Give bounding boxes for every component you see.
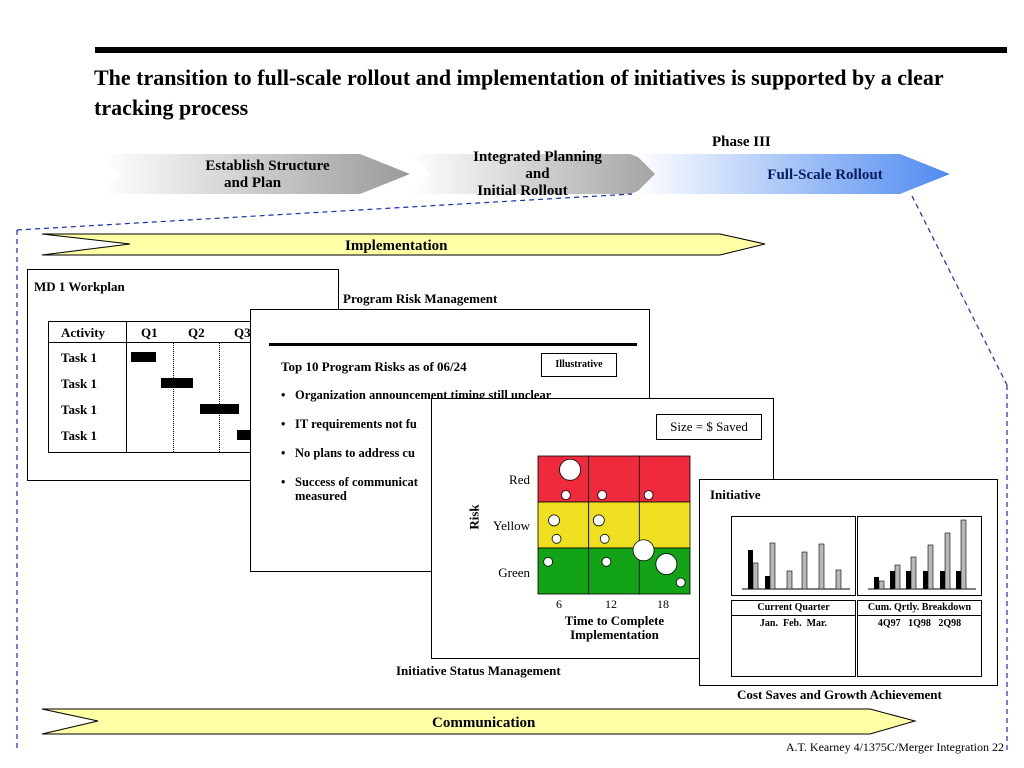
risk-bullet-4: •: [281, 475, 286, 489]
risk-point: [548, 514, 560, 527]
footer: A.T. Kearney 4/1375C/Merger Integration …: [785, 740, 1004, 754]
x-tick-6: 6: [556, 597, 562, 611]
phase-3-label: Full-Scale Rollout: [767, 167, 883, 183]
workplan-divider: [126, 322, 127, 452]
risk-point: [601, 556, 612, 567]
q2-gridline: [219, 342, 220, 452]
risk-item-4: Success of communicat measured: [295, 475, 418, 503]
current-quarter-ticks: Jan. Feb. Mar.: [759, 618, 828, 629]
risk-bullet-2: •: [281, 417, 286, 431]
cost-saves-heading: Initiative: [710, 487, 761, 502]
risk-point: [543, 556, 554, 567]
risk-point: [597, 490, 608, 500]
cumulative-title: Cum. Qrtly. Breakdown: [858, 601, 981, 616]
risk-mgmt-caption: Program Risk Management: [343, 291, 498, 306]
risk-point: [643, 490, 654, 500]
phase-2-line3: Initial Rollout: [477, 183, 568, 199]
row-label-yellow: Yellow: [493, 518, 530, 533]
cumulative-ticks: 4Q97 1Q98 2Q98: [877, 618, 962, 629]
phase-1-line1: Establish Structure: [205, 158, 330, 174]
col-q3: Q3: [234, 325, 251, 340]
cumulative-chart: [857, 516, 982, 596]
implementation-label: Implementation: [345, 238, 448, 254]
phase-1-line2: and Plan: [223, 175, 282, 191]
risk-item-3: No plans to address cu: [295, 446, 415, 460]
task-row-3: Task 1: [61, 402, 98, 417]
illustrative-badge-text: Illustrative: [555, 359, 603, 370]
phase-1-label: Establish Structure and Plan: [185, 158, 350, 192]
task-row-4: Task 1: [61, 428, 98, 443]
illustrative-badge: Illustrative: [541, 353, 617, 377]
risk-point: [559, 458, 582, 481]
col-activity: Activity: [61, 325, 106, 340]
gantt-bar: [236, 430, 251, 440]
matrix-cell: [588, 455, 640, 503]
risk-point: [560, 490, 571, 500]
phase-arrow-1: [100, 154, 410, 194]
risk-bullet-1: •: [281, 388, 286, 402]
risk-bullet-3: •: [281, 446, 286, 460]
current-quarter-title: Current Quarter: [732, 601, 855, 616]
risk-point: [675, 577, 686, 588]
page-title: The transition to full-scale rollout and…: [94, 65, 944, 120]
cost-saves-caption: Cost Saves and Growth Achievement: [737, 687, 942, 702]
cumulative-box: Cum. Qrtly. Breakdown 4Q97 1Q98 2Q98: [857, 600, 982, 677]
matrix-cell: [537, 547, 590, 595]
phase-arrow-3: [635, 154, 950, 194]
current-quarter-chart: [731, 516, 856, 596]
x-tick-18: 18: [657, 597, 669, 611]
risk-rule: [269, 343, 637, 346]
communication-label: Communication: [432, 715, 536, 731]
task-row-1: Task 1: [61, 350, 98, 365]
title-rule: [95, 47, 1007, 53]
row-label-green: Green: [498, 565, 530, 580]
col-q2: Q2: [188, 325, 205, 340]
x-tick-12: 12: [605, 597, 617, 611]
workplan-header: [49, 322, 299, 343]
size-legend: Size = $ Saved: [656, 414, 762, 440]
task-row-2: Task 1: [61, 376, 98, 391]
x-axis-label-line1: Time to Complete: [564, 613, 665, 628]
current-quarter-bars: [742, 542, 850, 590]
gantt-bar: [131, 352, 157, 362]
gantt-bar: [160, 378, 194, 388]
phase-2-line1: Integrated Planning: [473, 149, 602, 165]
cumulative-bars: [868, 519, 976, 590]
risk-point: [599, 533, 610, 544]
risk-matrix: [537, 455, 691, 595]
risk-point: [655, 553, 678, 576]
matrix-cell: [588, 547, 640, 595]
x-axis-label: Time to Complete Implementation: [542, 614, 687, 642]
cost-saves-panel: Initiative Current Quarter Jan. Feb. Mar…: [699, 479, 998, 686]
status-mgmt-caption: Initiative Status Management: [396, 663, 561, 678]
phase-label: Phase III: [712, 134, 771, 150]
risk-point: [632, 539, 655, 562]
phase-arrow-2: [410, 154, 682, 194]
matrix-cell: [537, 501, 590, 549]
risk-point: [592, 514, 605, 527]
current-quarter-box: Current Quarter Jan. Feb. Mar.: [731, 600, 856, 677]
phase-arrows: [100, 154, 950, 194]
risk-point: [551, 533, 562, 544]
gantt-bar: [200, 404, 240, 414]
phase-2-label: Integrated Planning and Initial Rollout: [445, 149, 630, 200]
risk-item-2: IT requirements not fu: [295, 417, 417, 431]
row-label-red: Red: [509, 472, 530, 487]
col-q1: Q1: [141, 325, 158, 340]
q1-gridline: [173, 342, 174, 452]
communication-banner: [41, 708, 917, 735]
phase-2-line2: and: [525, 166, 550, 182]
x-axis-label-line2: Implementation: [570, 627, 659, 642]
implementation-banner: [41, 233, 766, 256]
risk-heading: Top 10 Program Risks as of 06/24: [281, 359, 467, 374]
workplan-title: MD 1 Workplan: [34, 279, 125, 294]
